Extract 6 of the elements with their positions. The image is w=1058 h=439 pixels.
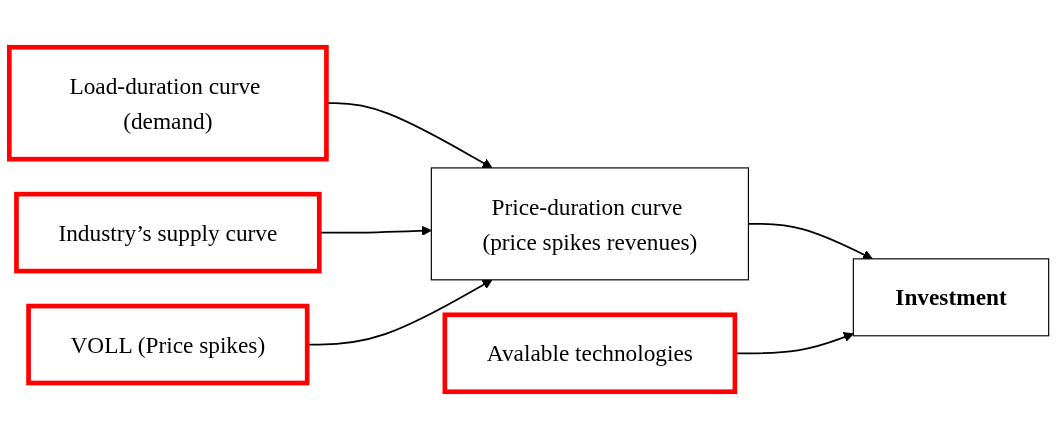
node-box: Price-duration curve (price spikes revenues) xyxy=(430,167,749,281)
node-box: Load-duration curve (demand) xyxy=(7,44,329,162)
node-box: Investment xyxy=(852,258,1050,337)
node-box: Avalable technologies xyxy=(442,312,738,395)
node-box: Industry’s supply curve xyxy=(14,191,322,274)
node-box: VOLL (Price spikes) xyxy=(26,303,310,386)
